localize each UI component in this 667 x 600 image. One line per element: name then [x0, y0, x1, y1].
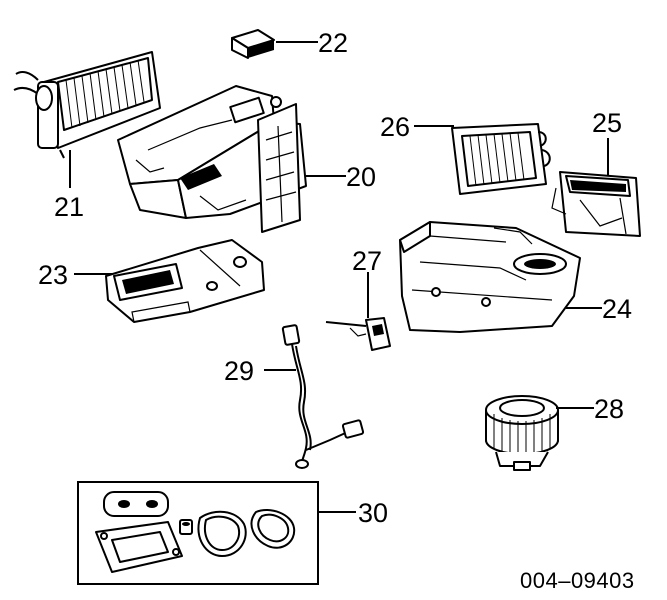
leader-lines	[69, 41, 609, 513]
sensor-part-27	[325, 317, 391, 351]
callout-30: 30	[358, 498, 388, 528]
wiring-harness-part-29	[281, 324, 365, 469]
block-part-22	[231, 29, 275, 59]
heater-core-part-21	[13, 51, 161, 159]
housing-part-20	[117, 85, 307, 233]
callout-27: 27	[352, 246, 382, 276]
callout-28: 28	[594, 394, 624, 424]
gasket-kit-part-30	[77, 481, 319, 585]
callout-22: 22	[318, 28, 348, 58]
evaporator-part-26	[451, 123, 551, 195]
callout-26: 26	[380, 112, 410, 142]
blower-housing-part-24	[399, 221, 581, 333]
callout-20: 20	[346, 162, 376, 192]
duct-part-23	[105, 239, 265, 323]
callout-25: 25	[592, 108, 622, 138]
callout-29: 29	[224, 356, 254, 386]
inlet-housing-part-25	[551, 171, 641, 237]
document-id: 004–09403	[520, 568, 635, 593]
callout-24: 24	[602, 294, 632, 324]
callout-23: 23	[38, 260, 68, 290]
callout-21: 21	[54, 192, 84, 222]
blower-motor-part-28	[485, 395, 559, 471]
